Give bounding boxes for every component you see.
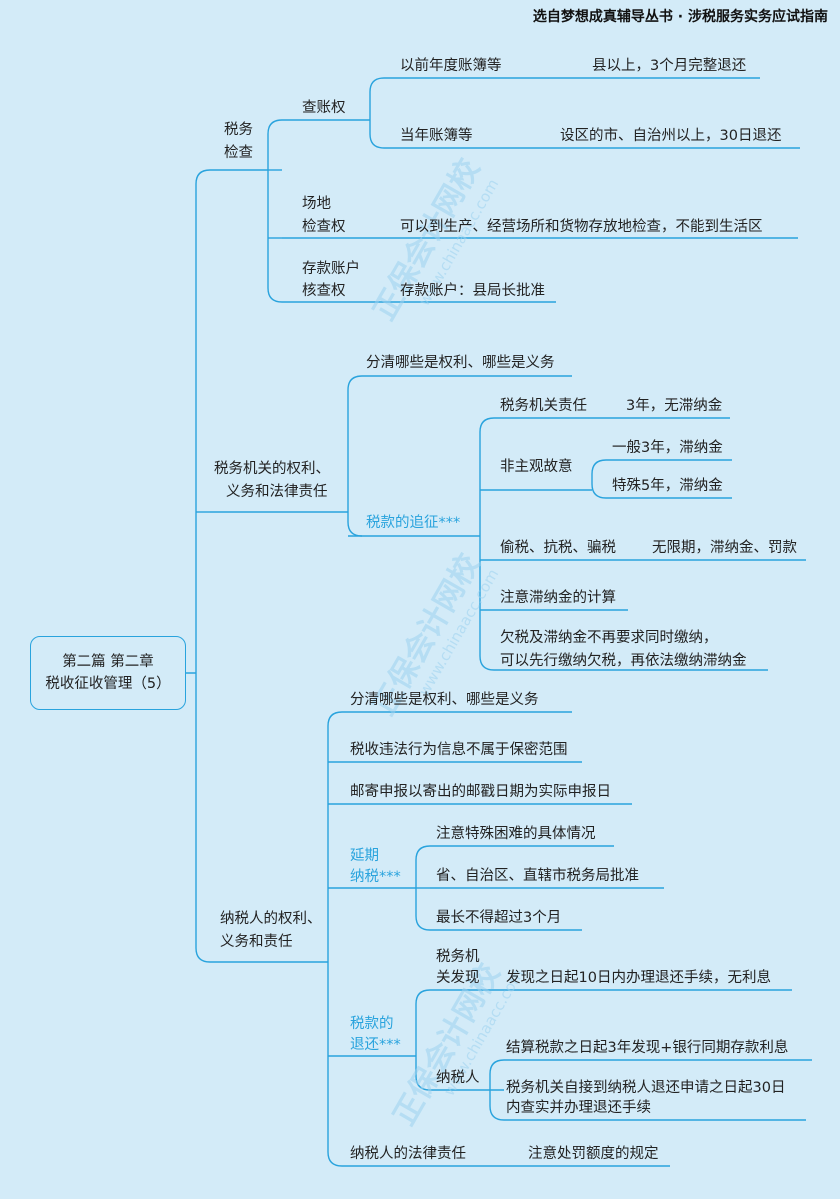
chazhang-r1-note: 县以上，3个月完整退还 bbox=[592, 58, 747, 74]
b2-label: 税务机关的权利、 bbox=[214, 461, 330, 477]
b3-label: 纳税人的权利、 bbox=[220, 911, 322, 927]
chazhang-r2-note: 设区的市、自治州以上，30日退还 bbox=[560, 128, 782, 144]
zz-r2: 非主观故意 bbox=[500, 459, 573, 475]
root-line-2: 税收征收管理（5） bbox=[45, 676, 171, 692]
zz-r1-note: 3年，无滞纳金 bbox=[626, 398, 723, 414]
tuihuan-label: 退还*** bbox=[350, 1037, 401, 1053]
zz-r1: 税务机关责任 bbox=[500, 398, 587, 414]
b3-s1: 分清哪些是权利、哪些是义务 bbox=[350, 692, 539, 708]
tuihuan-label: 税款的 bbox=[350, 1016, 394, 1032]
zz-r2-n1: 一般3年，滞纳金 bbox=[612, 440, 723, 456]
zz-r3: 偷税、抗税、骗税 bbox=[500, 540, 616, 556]
chazhang-label: 查账权 bbox=[302, 100, 346, 116]
zz-r4: 注意滞纳金的计算 bbox=[500, 590, 616, 606]
th-a-note: 发现之日起10日内办理退还手续，无利息 bbox=[506, 970, 771, 986]
zz-r5: 可以先行缴纳欠税，再依法缴纳滞纳金 bbox=[500, 653, 747, 669]
chazhang-r2: 当年账簿等 bbox=[400, 128, 473, 144]
changdi-note: 可以到生产、经营场所和货物存放地检查，不能到生活区 bbox=[400, 219, 763, 235]
yq-r3: 最长不得超过3个月 bbox=[436, 910, 562, 926]
chazhang-r1: 以前年度账簿等 bbox=[400, 58, 502, 74]
fazhe-note: 注意处罚额度的规定 bbox=[528, 1146, 659, 1162]
changdi-label: 检查权 bbox=[302, 219, 346, 235]
fazhe-label: 纳税人的法律责任 bbox=[350, 1146, 466, 1162]
zz-r5: 欠税及滞纳金不再要求同时缴纳， bbox=[500, 630, 718, 646]
th-b-n2: 内查实并办理退还手续 bbox=[506, 1100, 651, 1116]
zhuizheng-label: 税款的追征*** bbox=[366, 515, 461, 531]
yq-r2: 省、自治区、直辖市税务局批准 bbox=[436, 868, 639, 884]
cunkuan-label: 核查权 bbox=[302, 283, 346, 299]
zz-r3-note: 无限期，滞纳金、罚款 bbox=[652, 540, 797, 556]
b3-s2: 税收违法行为信息不属于保密范围 bbox=[350, 742, 568, 758]
b2-label: 义务和法律责任 bbox=[226, 484, 328, 500]
th-b-label: 纳税人 bbox=[436, 1070, 480, 1086]
trunk bbox=[186, 169, 211, 963]
b1-label: 检查 bbox=[224, 145, 253, 161]
cunkuan-note: 存款账户：县局长批准 bbox=[400, 283, 545, 299]
th-a-label: 关发现 bbox=[436, 970, 480, 986]
root-node: 第二篇 第二章 税收征收管理（5） bbox=[30, 636, 186, 710]
page-header: 选自梦想成真辅导丛书 · 涉税服务实务应试指南 bbox=[532, 9, 828, 25]
th-b-n2: 税务机关自接到纳税人退还申请之日起30日 bbox=[506, 1080, 786, 1096]
b1-label: 税务 bbox=[224, 122, 253, 138]
yq-r1: 注意特殊困难的具体情况 bbox=[436, 826, 596, 842]
yanqi-label: 纳税*** bbox=[350, 869, 401, 885]
th-b-n1: 结算税款之日起3年发现+银行同期存款利息 bbox=[506, 1040, 789, 1056]
b3-label: 义务和责任 bbox=[220, 934, 293, 950]
cunkuan-label: 存款账户 bbox=[302, 261, 360, 277]
th-a-label: 税务机 bbox=[436, 949, 480, 965]
root-line-1: 第二篇 第二章 bbox=[62, 654, 154, 670]
b2-s1: 分清哪些是权利、哪些是义务 bbox=[366, 355, 555, 371]
zz-r2-n2: 特殊5年，滞纳金 bbox=[612, 478, 723, 494]
yanqi-label: 延期 bbox=[350, 848, 379, 864]
changdi-label: 场地 bbox=[302, 196, 331, 212]
b3-s3: 邮寄申报以寄出的邮戳日期为实际申报日 bbox=[350, 784, 611, 800]
